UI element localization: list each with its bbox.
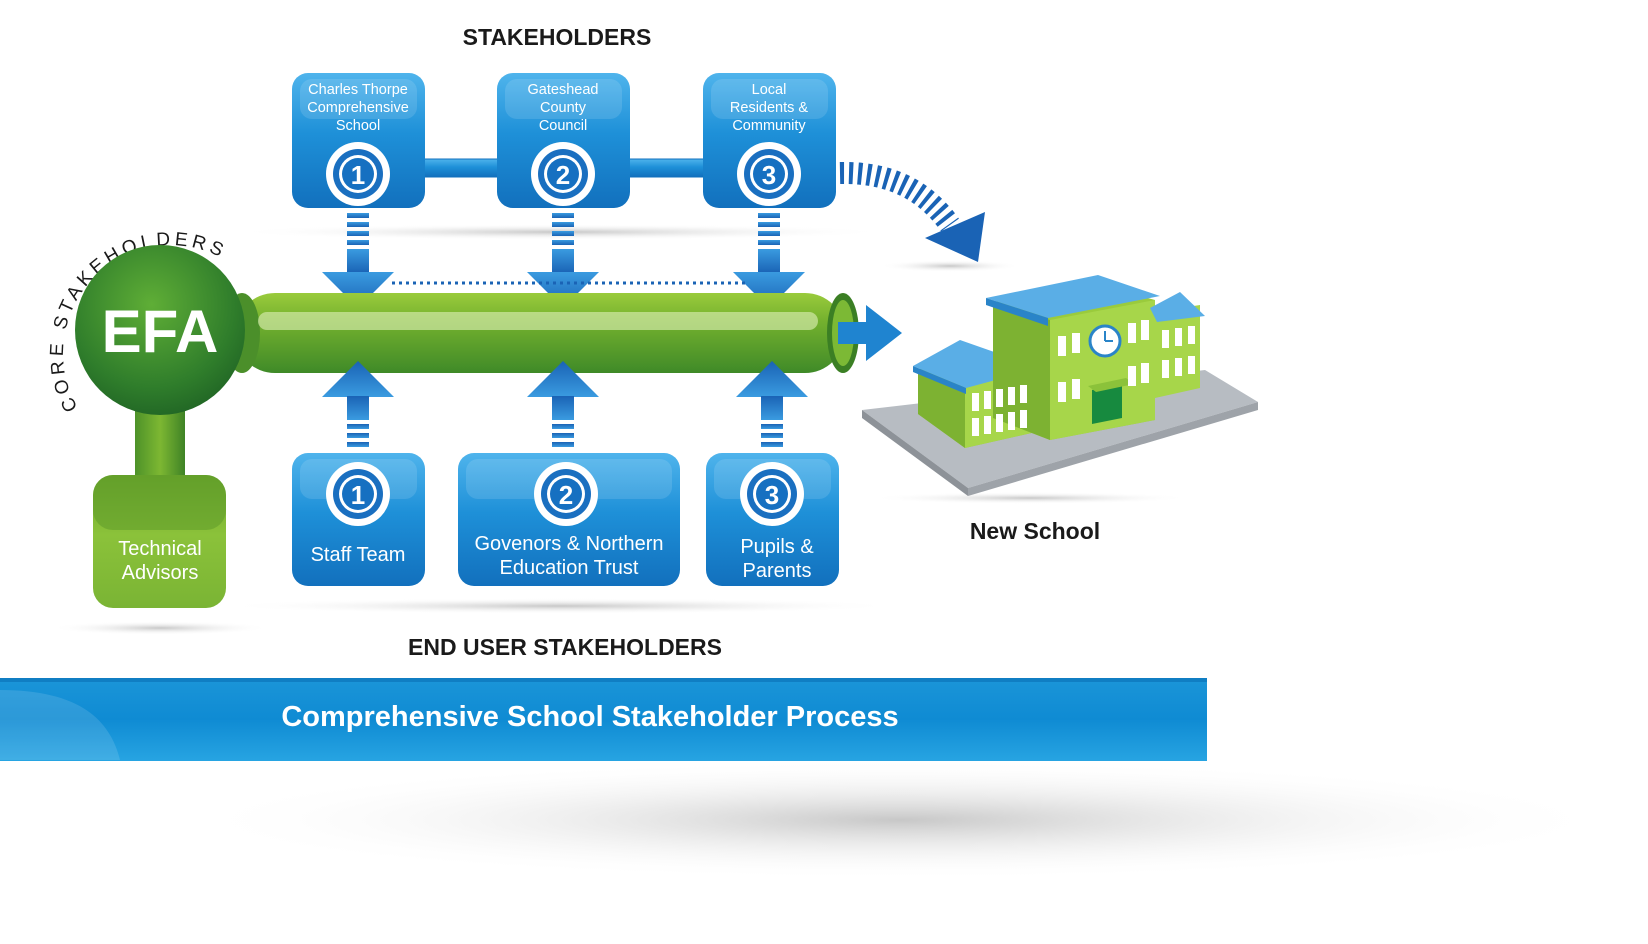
- end-user-1-line-1: Staff Team: [311, 544, 406, 566]
- curved-arrow-to-school: [839, 161, 985, 262]
- stakeholder-box-1: Charles Thorpe Comprehensive School 1: [292, 73, 425, 208]
- efa-label: EFA: [102, 298, 219, 365]
- heading-new-school: New School: [970, 518, 1100, 544]
- technical-advisors-box: Technical Advisors: [93, 475, 226, 608]
- curved-arrow-shadow: [880, 260, 1020, 272]
- stakeholder-box-3: Local Residents & Community 3: [703, 73, 836, 208]
- stakeholder-box-2: Gateshead County Council 2: [497, 73, 630, 208]
- stakeholder-2-line-3: Council: [539, 118, 587, 134]
- end-user-3-line-2: Parents: [743, 560, 812, 582]
- down-arrow-3: [733, 213, 805, 308]
- heading-end-user-stakeholders: END USER STAKEHOLDERS: [408, 634, 722, 660]
- end-user-3-line-1: Pupils &: [740, 536, 814, 558]
- technical-advisors-line-2: Advisors: [122, 562, 199, 584]
- stakeholder-3-number: 3: [762, 160, 776, 190]
- stakeholder-1-number: 1: [351, 160, 365, 190]
- main-pipe: [224, 293, 859, 373]
- end-user-2-line-1: Govenors & Northern: [475, 533, 664, 555]
- end-user-box-1: 1 Staff Team: [292, 453, 425, 586]
- banner-title: Comprehensive School Stakeholder Process: [281, 701, 898, 733]
- stakeholder-1-line-2: Comprehensive: [307, 100, 409, 116]
- heading-stakeholders: STAKEHOLDERS: [463, 24, 652, 50]
- efa-circle: EFA: [75, 245, 245, 415]
- down-arrow-1: [322, 213, 394, 308]
- down-arrow-2: [527, 213, 599, 308]
- row-shadow-bottom: [220, 598, 900, 614]
- end-user-2-line-2: Education Trust: [500, 557, 639, 579]
- end-user-1-number: 1: [351, 480, 365, 510]
- stakeholder-3-line-2: Residents &: [730, 100, 809, 116]
- stakeholder-1-line-3: School: [336, 118, 380, 134]
- process-banner: Comprehensive School Stakeholder Process: [0, 678, 1207, 761]
- stakeholder-2-number: 2: [556, 160, 570, 190]
- stakeholder-2-line-2: County: [540, 100, 587, 116]
- up-arrow-3: [736, 361, 808, 447]
- banner-shadow: [180, 760, 1620, 880]
- new-school-building-illustration: [862, 275, 1258, 496]
- stakeholder-2-line-1: Gateshead: [528, 82, 599, 98]
- end-user-2-number: 2: [559, 480, 573, 510]
- end-user-box-3: 3 Pupils & Parents: [706, 453, 839, 586]
- school-shadow: [870, 492, 1190, 504]
- advisor-shadow: [50, 621, 270, 635]
- pipe-outlet-arrow: [838, 305, 902, 361]
- end-user-box-2: 2 Govenors & Northern Education Trust: [458, 453, 680, 586]
- stakeholder-3-line-1: Local: [752, 82, 787, 98]
- technical-advisors-line-1: Technical: [118, 538, 201, 560]
- up-arrow-2: [527, 361, 599, 447]
- up-arrow-1: [322, 361, 394, 447]
- stakeholder-3-line-3: Community: [732, 118, 806, 134]
- end-user-3-number: 3: [765, 480, 779, 510]
- stakeholder-1-line-1: Charles Thorpe: [308, 82, 408, 98]
